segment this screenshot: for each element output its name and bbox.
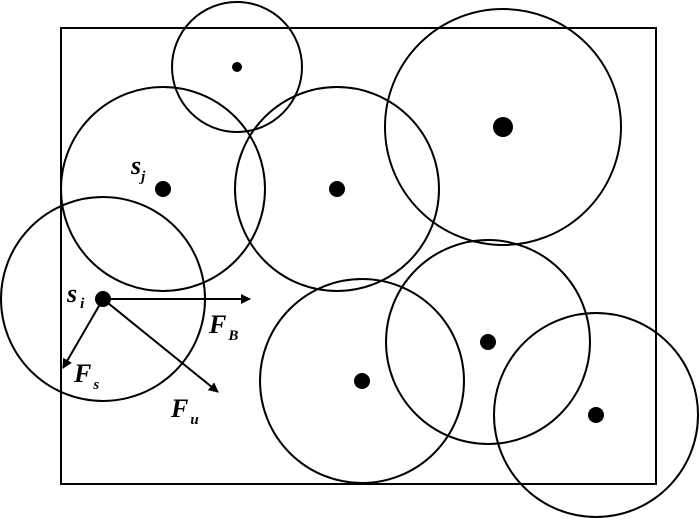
force-vectors [62,294,251,393]
sensor-node [354,373,370,389]
sensing-circle [259,278,465,484]
sensing-circle [384,8,622,246]
force-vector-fs-arrow [62,298,104,369]
sensor-node [493,117,513,137]
sensing-circle [234,86,440,292]
force-vector-fu-arrow [102,298,219,393]
sensor-node-sj [155,181,171,197]
sensor-node [232,62,242,72]
sensor-node [329,181,345,197]
sensor-node [480,334,496,350]
sensing-circle [385,239,591,445]
sensing-circle [171,1,303,133]
label-sj: sj [130,151,146,185]
sensing-circle-sj [60,86,266,292]
deployment-region-boundary [60,27,657,485]
sensing-circle [493,312,699,518]
sensor-node [588,407,604,423]
